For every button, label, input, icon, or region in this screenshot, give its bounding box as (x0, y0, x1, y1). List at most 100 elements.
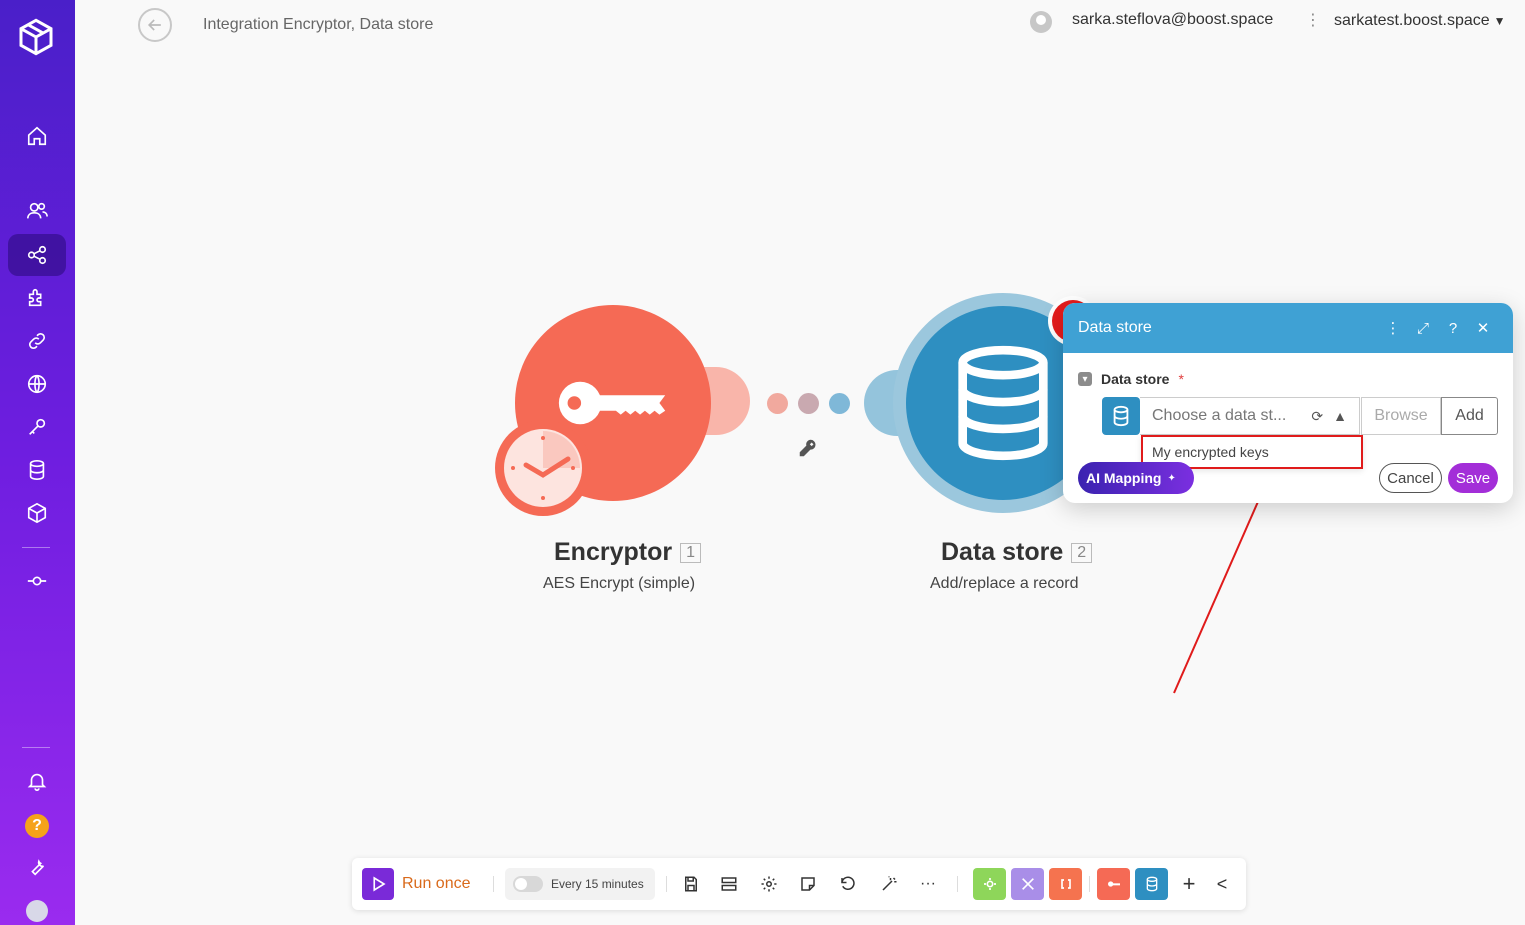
sidebar-item-home[interactable] (18, 117, 56, 155)
sidebar-divider (22, 747, 50, 748)
users-icon (27, 202, 48, 219)
gear-icon (983, 878, 996, 890)
run-once-button[interactable] (362, 868, 394, 900)
sidebar-item-connections[interactable] (18, 322, 56, 360)
datastore-select[interactable]: Choose a data st... ⟳ ▲ (1140, 397, 1360, 435)
toolbar-divider (1089, 876, 1090, 892)
route-dot (767, 393, 788, 414)
expand-icon[interactable]: ⤢ (1416, 319, 1429, 337)
datastore-type-icon (1102, 397, 1140, 435)
sidebar-item-help[interactable]: ? (18, 807, 56, 845)
cancel-button[interactable]: Cancel (1379, 463, 1442, 493)
logo-icon (19, 18, 53, 56)
key-icon (558, 381, 666, 425)
link-icon (28, 332, 46, 350)
tools-tile[interactable] (973, 868, 1006, 900)
encryptor-subtitle: AES Encrypt (simple) (543, 575, 696, 592)
undo-icon (841, 876, 855, 890)
ai-mapping-button[interactable]: AI Mapping✦ (1078, 462, 1194, 494)
database-icon (1113, 405, 1129, 427)
scenario-settings-button[interactable] (754, 868, 784, 900)
sidebar-divider (22, 547, 50, 548)
sidebar-item-notifications[interactable] (18, 762, 56, 800)
auto-align-button[interactable] (714, 868, 744, 900)
text-parser-tile[interactable] (1049, 868, 1082, 900)
select-placeholder: Choose a data st... (1152, 407, 1287, 424)
add-button[interactable]: Add (1441, 397, 1498, 435)
key-icon (29, 418, 46, 435)
route-dot (829, 393, 850, 414)
sidebar-item-scenarios[interactable] (8, 234, 66, 276)
user-email[interactable]: sarka.steflova@boost.space (1072, 11, 1274, 28)
sidebar-item-profile[interactable] (18, 892, 56, 925)
arrow-left-icon (147, 19, 161, 31)
panel-menu-icon[interactable]: ⋮ (1385, 320, 1401, 337)
commit-icon (27, 576, 47, 586)
sidebar-item-flow[interactable] (18, 562, 56, 600)
help-icon: ? (25, 814, 49, 838)
add-module-button[interactable]: + (1182, 871, 1196, 896)
datastore-title: Data store 2 (941, 538, 1093, 567)
notes-button[interactable] (793, 868, 823, 900)
sidebar-item-tools[interactable] (18, 848, 56, 886)
user-avatar-icon (26, 900, 48, 922)
route-settings-icon[interactable] (797, 437, 819, 464)
caret-down-icon: ▼ (1493, 14, 1506, 28)
user-avatar[interactable] (1030, 11, 1052, 33)
home-icon (27, 126, 47, 146)
save-button[interactable]: Save (1448, 463, 1498, 493)
globe-icon (27, 374, 47, 394)
magic-wand-button[interactable] (874, 868, 904, 900)
help-icon[interactable]: ? (1448, 319, 1458, 337)
org-switcher[interactable]: sarkatest.boost.space▼ (1334, 12, 1506, 30)
wrench-icon (31, 859, 45, 876)
refresh-icon[interactable]: ⟳ (1311, 407, 1324, 424)
sidebar-item-structures[interactable] (18, 494, 56, 532)
flow-control-tile[interactable] (1011, 868, 1044, 900)
encryptor-tile[interactable] (1097, 868, 1130, 900)
datastore-tile[interactable] (1135, 868, 1168, 900)
route-dot (798, 393, 819, 414)
sidebar-item-datastores[interactable] (18, 451, 56, 489)
sidebar-item-modules[interactable] (18, 279, 56, 317)
sidebar-item-users[interactable] (18, 192, 56, 230)
route-connector[interactable] (767, 393, 850, 414)
database-icon (958, 345, 1048, 461)
back-button[interactable] (138, 8, 172, 42)
save-scenario-button[interactable] (676, 868, 706, 900)
close-icon[interactable]: ✕ (1476, 320, 1490, 337)
sidebar-item-webhooks[interactable] (18, 365, 56, 403)
scenario-toolbar: Run once Every 15 minutes ··· + < (352, 858, 1246, 910)
wrench-icon (799, 439, 816, 457)
sparkle-icon: ✦ (1167, 472, 1176, 484)
kebab-menu-icon[interactable]: ⋮ (1305, 12, 1321, 29)
cross-tools-icon (1021, 878, 1034, 890)
toggle-switch[interactable] (513, 876, 543, 892)
database-icon (29, 460, 45, 480)
encryptor-title: Encryptor 1 (554, 538, 701, 567)
magic-wand-icon (882, 876, 897, 891)
more-options-button[interactable]: ··· (920, 875, 936, 892)
play-icon (373, 876, 386, 892)
boost-logo[interactable] (14, 15, 58, 59)
share-icon (27, 245, 47, 265)
module-number: 1 (680, 543, 701, 564)
collapse-toolbar-button[interactable]: < (1216, 873, 1228, 894)
collapse-checkbox-icon[interactable]: ▾ (1078, 372, 1092, 386)
undo-button[interactable] (833, 868, 863, 900)
field-label-text: Data store (1101, 371, 1170, 387)
datastore-title-text: Data store (941, 538, 1064, 566)
toolbar-divider (666, 876, 667, 892)
brackets-icon (1060, 879, 1071, 889)
schedule-clock[interactable] (495, 420, 591, 516)
datastore-field-label: ▾ Data store* (1078, 371, 1184, 387)
module-number: 2 (1071, 543, 1093, 564)
gear-icon (761, 876, 777, 892)
schedule-toggle[interactable]: Every 15 minutes (505, 868, 655, 900)
browse-button[interactable]: Browse (1361, 397, 1441, 435)
caret-up-icon[interactable]: ▲ (1333, 408, 1347, 424)
run-once-label[interactable]: Run once (402, 875, 471, 892)
encryptor-title-text: Encryptor (554, 538, 673, 566)
sidebar-item-keys[interactable] (18, 408, 56, 446)
breadcrumb: Integration Encryptor, Data store (203, 16, 434, 33)
